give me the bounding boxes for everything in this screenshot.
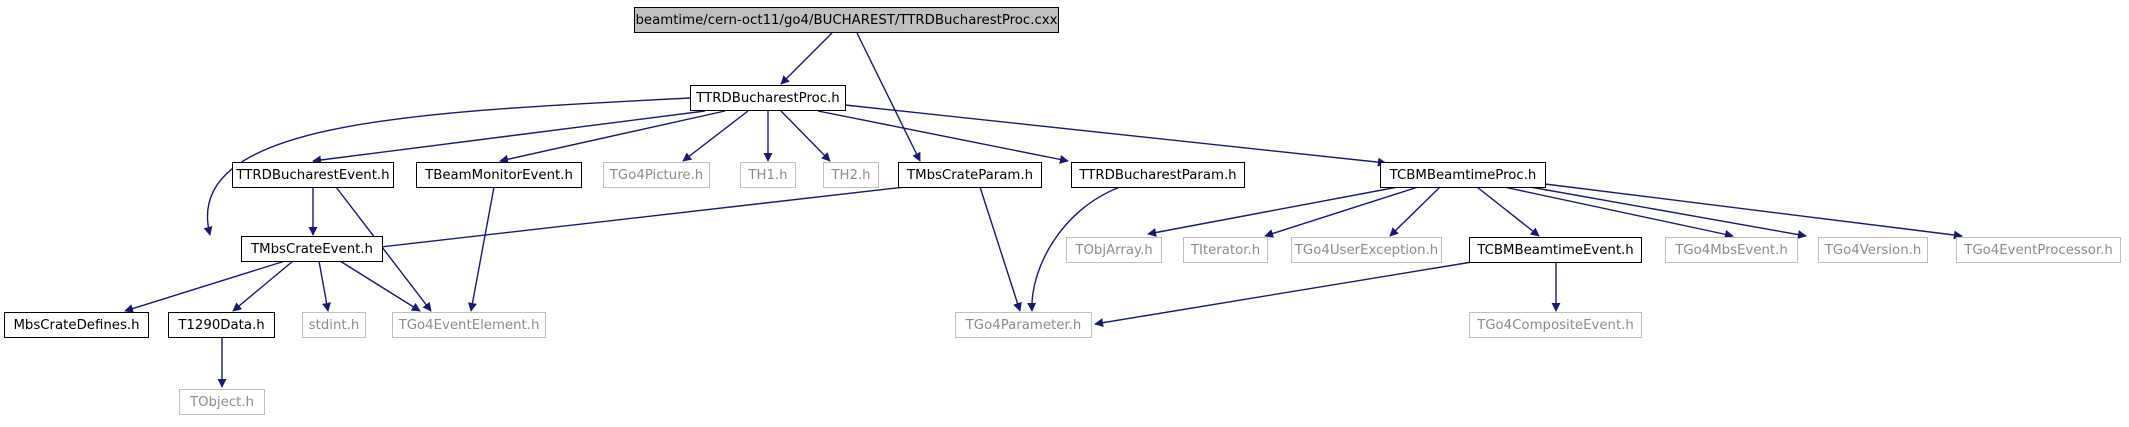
edge-cbmproc-userexc: [1389, 186, 1441, 237]
node-th1-header[interactable]: TH1.h: [740, 162, 796, 188]
node-iterator-header[interactable]: TIterator.h: [1183, 237, 1268, 263]
edge-cevent-t1290: [232, 260, 294, 312]
edge-cbmproc-mbsevent: [1503, 186, 1734, 239]
edge-beammon-element: [468, 186, 495, 312]
node-compositeevent-header[interactable]: TGo4CompositeEvent.h: [1469, 312, 1642, 338]
edge-proc-beammon: [499, 110, 726, 164]
edge-root-cparam: [856, 32, 921, 162]
edge-cparam-parameter: [979, 186, 1022, 312]
node-beammonitor-header[interactable]: TBeamMonitorEvent.h: [416, 162, 582, 188]
node-mbsevent-header[interactable]: TGo4MbsEvent.h: [1665, 237, 1798, 263]
edge-cbmproc-objarray: [1147, 186, 1399, 237]
node-tobject-header[interactable]: TObject.h: [179, 389, 265, 415]
node-t1290data-header[interactable]: T1290Data.h: [168, 312, 275, 338]
edge-cbmevent-parameter: [1094, 261, 1473, 328]
node-picture-header[interactable]: TGo4Picture.h: [603, 162, 710, 188]
node-objarray-header[interactable]: TObjArray.h: [1066, 237, 1162, 263]
edge-cbmproc-iterator: [1264, 186, 1419, 238]
edge-cbmproc-evproc: [1544, 183, 1963, 240]
node-stdint-header[interactable]: stdint.h: [302, 312, 366, 338]
edge-cevent-defines: [124, 260, 286, 313]
node-cratedefines-header[interactable]: MbsCrateDefines.h: [4, 312, 149, 338]
node-th2-header[interactable]: TH2.h: [823, 162, 879, 188]
node-eventprocessor-header[interactable]: TGo4EventProcessor.h: [1956, 237, 2121, 263]
node-parameter-header[interactable]: TGo4Parameter.h: [955, 312, 1092, 338]
node-version-header[interactable]: TGo4Version.h: [1818, 237, 1928, 263]
node-event-header[interactable]: TTRDBucharestEvent.h: [232, 162, 394, 188]
edge-proc-event: [312, 110, 706, 165]
edge-proc-picture: [682, 110, 749, 162]
edge-cparam-cevent: [371, 186, 906, 252]
node-cbmevent-header[interactable]: TCBMBeamtimeEvent.h: [1469, 237, 1642, 263]
edge-root-proc: [780, 32, 833, 85]
edge-proc-th2: [780, 110, 831, 162]
node-crateparam-header[interactable]: TMbsCrateParam.h: [898, 162, 1042, 188]
edge-cevent-element: [339, 260, 421, 312]
node-userexception-header[interactable]: TGo4UserException.h: [1291, 237, 1442, 263]
node-cbmproc-header[interactable]: TCBMBeamtimeProc.h: [1380, 162, 1546, 188]
node-bucharestparam-header[interactable]: TTRDBucharestParam.h: [1071, 162, 1245, 188]
edge-proc-bparam: [817, 110, 1069, 164]
node-crateevent-header[interactable]: TMbsCrateEvent.h: [241, 236, 383, 262]
node-proc-header[interactable]: TTRDBucharestProc.h: [690, 85, 846, 111]
edge-cevent-stdint: [318, 260, 331, 312]
node-root-file[interactable]: beamtime/cern-oct11/go4/BUCHAREST/TTRDBu…: [634, 7, 1059, 33]
edge-proc-cbmproc: [844, 104, 1387, 167]
edge-cbmproc-version: [1529, 186, 1807, 240]
edge-cbmproc-cbmevent: [1476, 186, 1540, 237]
node-eventelement-header[interactable]: TGo4EventElement.h: [392, 312, 546, 338]
